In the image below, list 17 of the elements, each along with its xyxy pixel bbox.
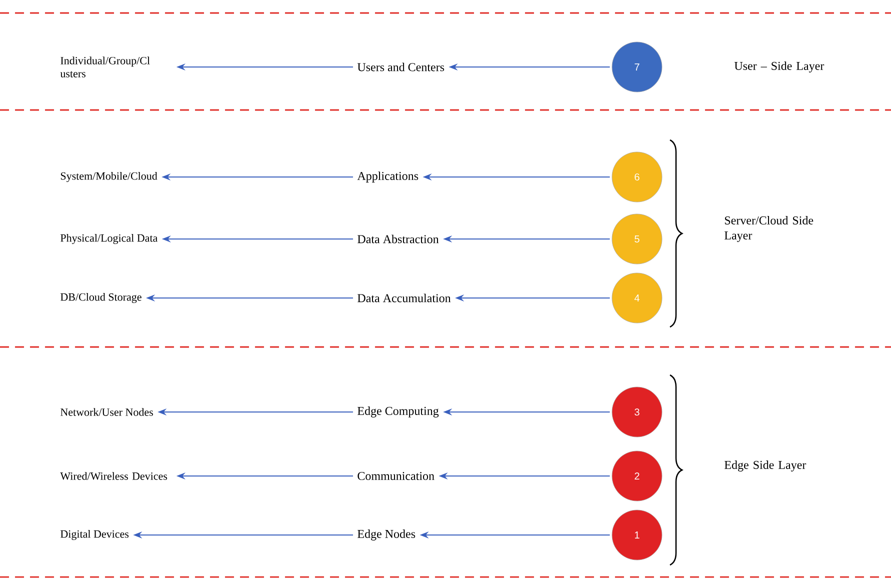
layer-text: Users and Centers [357, 62, 444, 72]
layer-text: Data Accumulation [358, 294, 451, 302]
left-text: Physical/Logical Data [60, 234, 158, 244]
layer-text: Applications [357, 172, 418, 182]
left-text: Wired/Wireless Devices [60, 472, 168, 480]
layer-label: User – Side Layer [734, 62, 824, 72]
left-text: DB/Cloud Storage [60, 293, 142, 303]
left-text: Digital Devices [60, 530, 129, 540]
left-text: Network/User Nodes [60, 408, 153, 416]
layer-text: Data Abstraction [358, 234, 439, 244]
left-text: Individual/Group/Cl usters [60, 56, 150, 78]
layer-text: Edge Computing [358, 406, 439, 418]
layer-label: Edge Side Layer [724, 460, 806, 472]
left-text: System/Mobile/Cloud [60, 172, 158, 182]
layer-text: Edge Nodes [358, 530, 416, 540]
layer-text: Communication [358, 472, 434, 480]
layer-label: Server/Cloud Side Layer [724, 216, 814, 242]
